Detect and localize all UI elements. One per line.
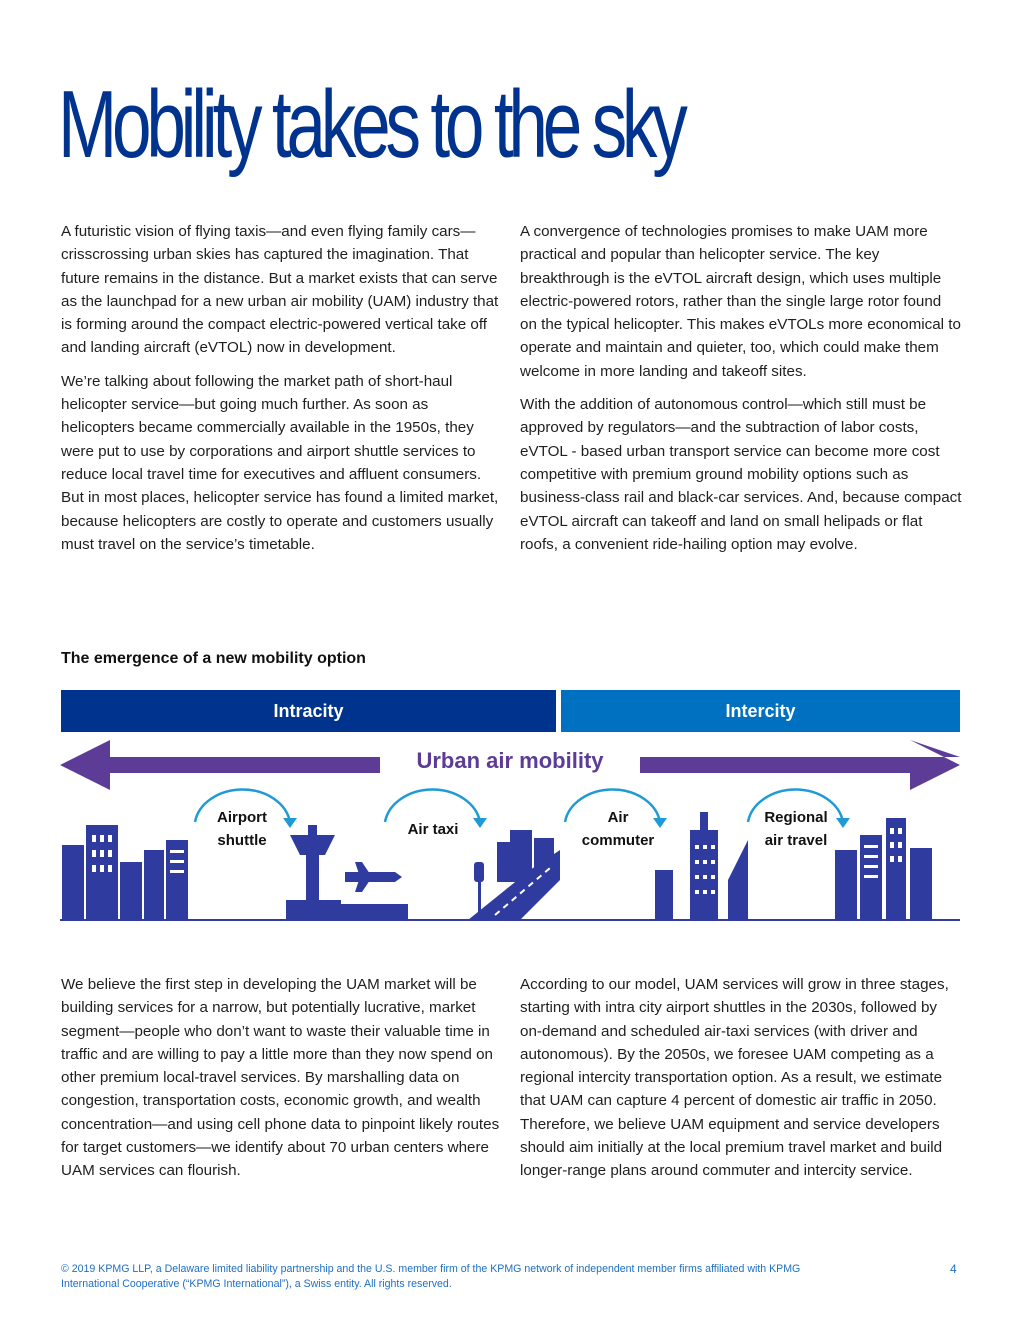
intro-paragraph: With the addition of autonomous control—… bbox=[520, 396, 962, 553]
transition-arcs bbox=[193, 788, 845, 823]
traffic-light-icon bbox=[474, 862, 484, 920]
intercity-band: Intercity bbox=[561, 690, 960, 732]
intro-paragraph: A convergence of technologies promises t… bbox=[520, 223, 961, 380]
stage-label-air-taxi: Air taxi bbox=[407, 821, 459, 838]
conclusion-paragraph: We believe the first step in developing … bbox=[61, 976, 500, 1180]
city-center-icon bbox=[655, 812, 748, 920]
stage-label-air-commuter: Air commuter bbox=[581, 809, 655, 849]
intro-paragraph: A futuristic vision of flying taxis—and … bbox=[61, 223, 499, 357]
page-number: 4 bbox=[950, 1262, 957, 1276]
copyright-footer: © 2019 KPMG LLP, a Delaware limited liab… bbox=[61, 1263, 801, 1290]
intracity-band: Intracity bbox=[61, 690, 556, 732]
urban-air-mobility-label: Urban air mobility bbox=[380, 748, 640, 774]
terminal-icon bbox=[330, 904, 408, 920]
city-skyline-left-icon bbox=[62, 825, 188, 920]
page-title: Mobility takes to the sky bbox=[58, 71, 688, 178]
figure-title: The emergence of a new mobility option bbox=[61, 650, 366, 667]
arc-air-taxi bbox=[383, 788, 482, 823]
conclusion-paragraph: According to our model, UAM services wil… bbox=[520, 976, 949, 1180]
intro-paragraph: We’re talking about following the market… bbox=[61, 372, 499, 553]
stage-label-regional-air-travel: Regional air travel bbox=[764, 809, 828, 849]
airplane-icon bbox=[345, 862, 402, 892]
intro-right-column: A convergence of technologies promises t… bbox=[520, 220, 962, 566]
arc-regional-travel bbox=[746, 788, 845, 823]
highway-buildings-icon bbox=[468, 830, 560, 920]
stage-label-airport-shuttle: Airport shuttle bbox=[217, 809, 267, 849]
arc-airport-shuttle bbox=[193, 788, 292, 823]
conclusion-left-column: We believe the first step in developing … bbox=[61, 973, 503, 1193]
arc-air-commuter bbox=[563, 788, 662, 823]
control-tower-icon bbox=[286, 825, 341, 920]
intro-left-column: A futuristic vision of flying taxis—and … bbox=[61, 220, 503, 566]
city-skyline-right-icon bbox=[835, 818, 932, 920]
conclusion-right-column: According to our model, UAM services wil… bbox=[520, 973, 962, 1193]
